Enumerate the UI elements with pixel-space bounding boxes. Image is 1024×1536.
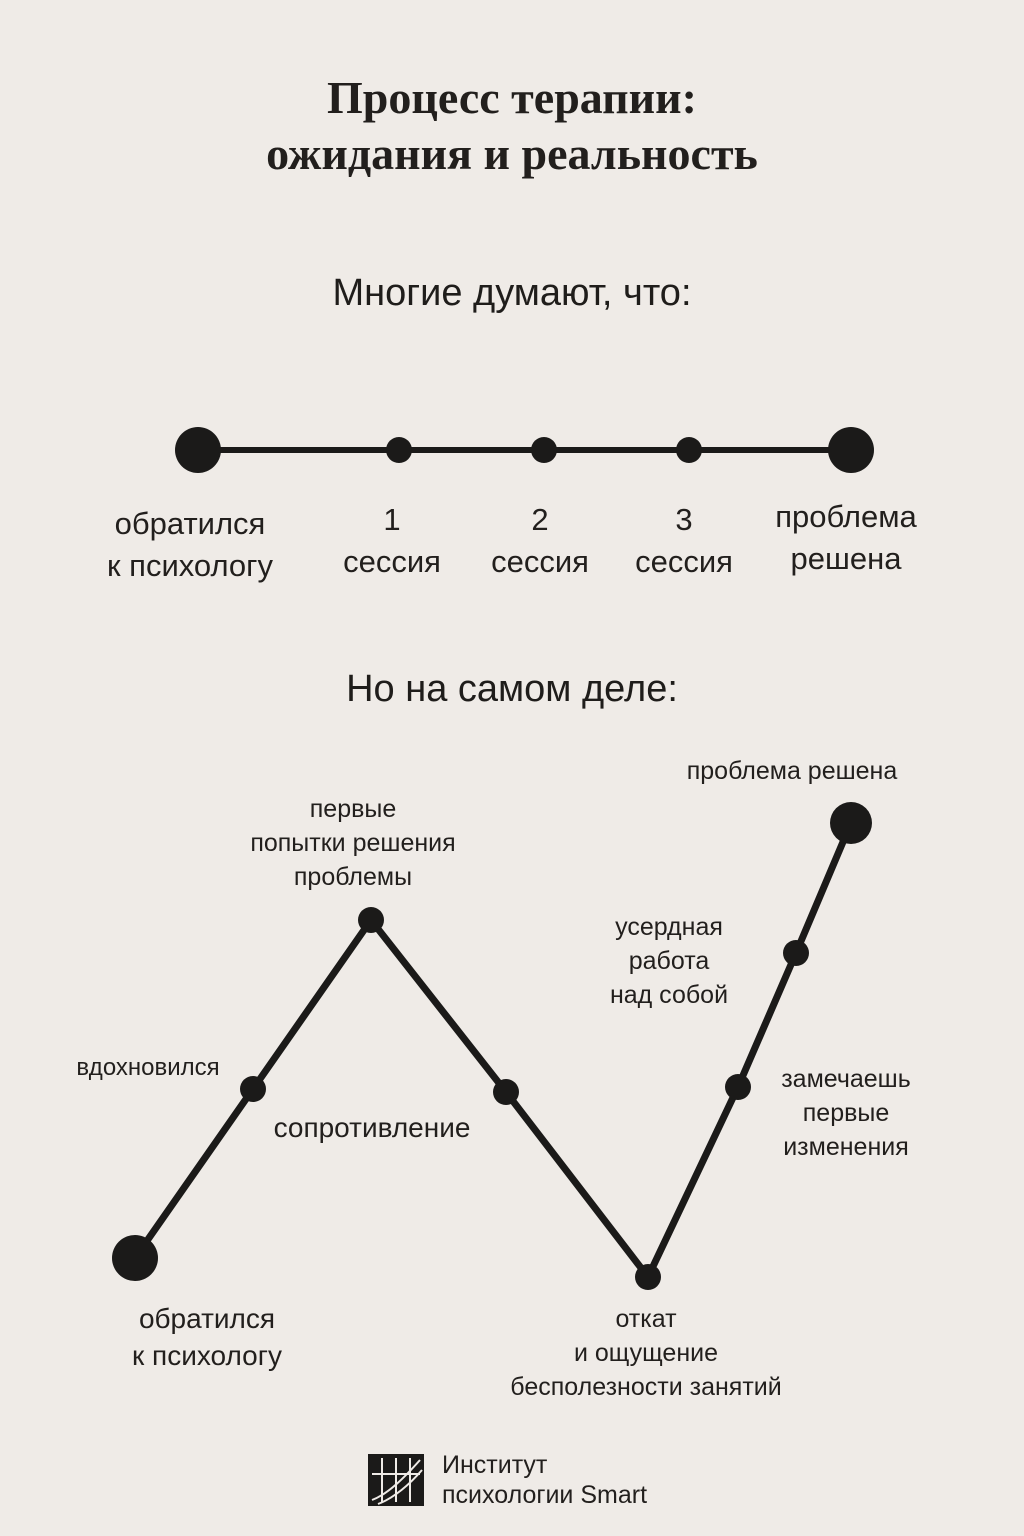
reality-hard-work-node [783, 940, 809, 966]
expectation-label-end: проблема решена [775, 499, 917, 576]
brand: Институт психологии Smart [368, 1450, 647, 1510]
reality-first-attempts-node [358, 907, 384, 933]
reality-label-first-changes: замечаешь первые изменения [781, 1065, 911, 1161]
expectation-session-2-node [531, 437, 557, 463]
title-line-2: ожидания и реальность [266, 128, 758, 179]
expectation-session-3-node [676, 437, 702, 463]
reality-label-hard-work: усердная работа над собой [609, 913, 729, 1009]
reality-label-end: проблема решена [686, 757, 898, 785]
reality-inspired-node [240, 1076, 266, 1102]
brand-logo-icon [368, 1454, 424, 1506]
page-title: Процесс терапии: ожидания и реальность [0, 70, 1024, 182]
expectation-start-node [175, 427, 221, 473]
expectation-label-session-1: 1 сессия [343, 502, 441, 579]
reality-setback-node [635, 1264, 661, 1290]
reality-heading: Но на самом деле: [346, 668, 678, 710]
title-line-1: Процесс терапии: [327, 72, 697, 123]
reality-resistance-node [493, 1079, 519, 1105]
expectation-end-node [828, 427, 874, 473]
reality-first-changes-node [725, 1074, 751, 1100]
expectation-session-1-node [386, 437, 412, 463]
reality-label-setback: откат и ощущение бесполезности занятий [510, 1305, 782, 1401]
expectation-heading: Многие думают, что: [332, 272, 692, 314]
reality-path [131, 819, 855, 1281]
reality-end-node [830, 802, 872, 844]
reality-label-inspired: вдохновился [76, 1054, 220, 1081]
expectation-label-start: обратился к психологу [107, 506, 273, 583]
brand-name: Институт психологии Smart [442, 1451, 648, 1509]
reality-label-resistance: сопротивление [273, 1112, 471, 1143]
expectation-label-session-3: 3 сессия [635, 502, 733, 579]
reality-label-first-attempts: первые попытки решения проблемы [250, 795, 456, 891]
reality-label-start: обратился к психологу [132, 1303, 282, 1371]
reality-start-node [112, 1235, 158, 1281]
expectation-label-session-2: 2 сессия [491, 502, 589, 579]
